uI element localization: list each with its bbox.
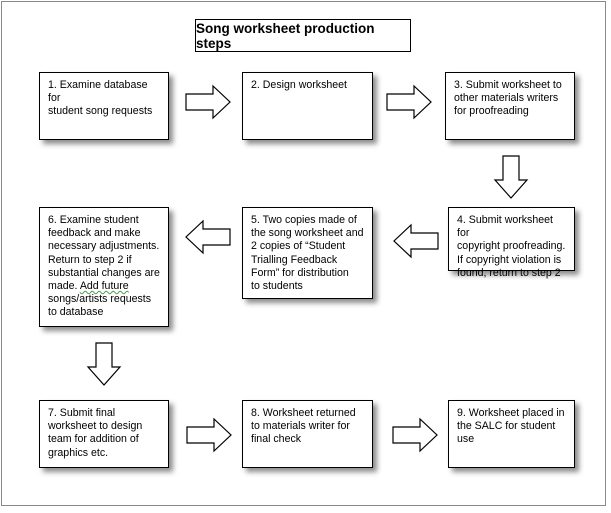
step-6-text: 6. Examine student feedback and make nec… <box>48 214 160 293</box>
step-5-box: 5. Two copies made of the song worksheet… <box>242 207 373 299</box>
diagram-title: Song worksheet production steps <box>195 19 411 52</box>
step-8-box: 8. Worksheet returned to materials write… <box>242 400 373 468</box>
step-2-box: 2. Design worksheet <box>242 72 373 140</box>
arrow-6-to-7 <box>86 342 122 386</box>
step-3-box: 3. Submit worksheet to other materials w… <box>445 72 575 140</box>
step-6-text-end: songs/artists requests to database <box>48 293 152 319</box>
step-9-box: 9. Worksheet placed in the SALC for stud… <box>448 400 575 468</box>
arrow-1-to-2 <box>185 84 231 120</box>
step-6-spellcheck-text: Add future <box>79 280 129 293</box>
step-4-box: 4. Submit worksheet for copyright proofr… <box>448 207 575 279</box>
step-1-box: 1. Examine database for student song req… <box>39 72 169 140</box>
arrow-2-to-3 <box>386 84 432 120</box>
arrow-4-to-5 <box>393 223 439 259</box>
step-6-box: 6. Examine student feedback and make nec… <box>39 207 169 327</box>
arrow-8-to-9 <box>392 417 438 453</box>
arrow-5-to-6 <box>185 219 231 255</box>
arrow-3-to-4 <box>493 155 529 199</box>
step-7-box: 7. Submit final worksheet to design team… <box>39 400 169 468</box>
arrow-7-to-8 <box>186 417 232 453</box>
